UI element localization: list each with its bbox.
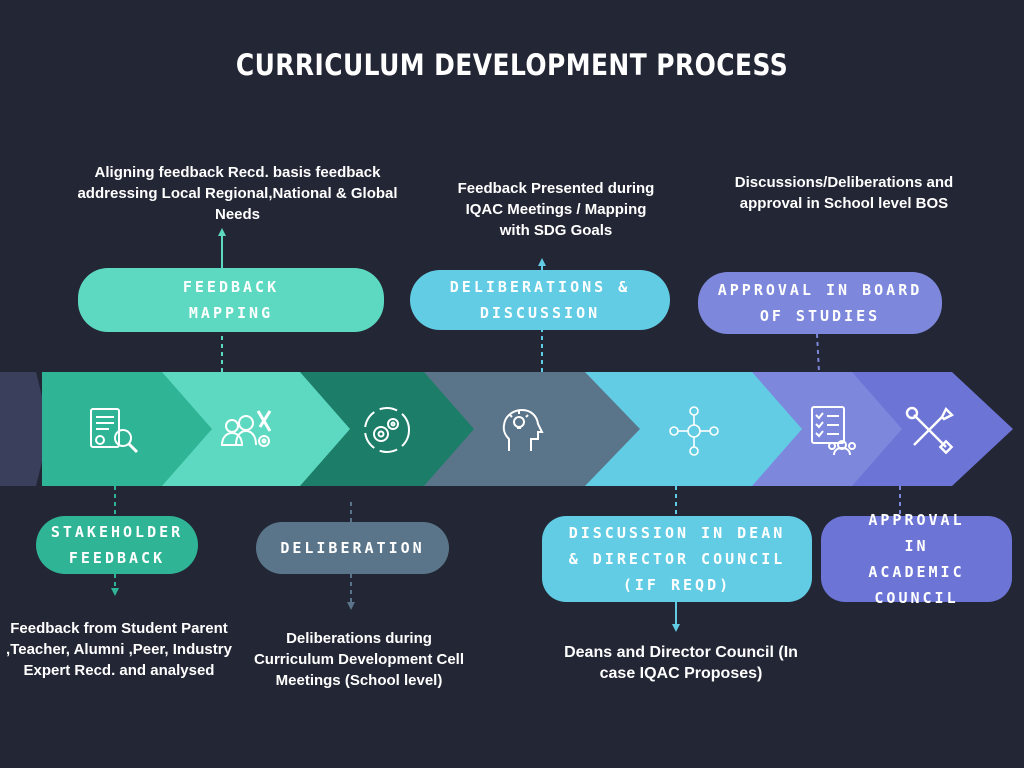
gears-icon bbox=[358, 401, 416, 459]
step-feedback-mapping: FEEDBACK MAPPING bbox=[78, 268, 384, 332]
note-deliberations-discussion: Feedback Presented during IQAC Meetings … bbox=[457, 180, 655, 239]
chevron-2 bbox=[160, 372, 350, 486]
note-stakeholder-feedback: Feedback from Student Parent ,Teacher, A… bbox=[6, 620, 232, 679]
step-deliberations-discussion: DELIBERATIONS & DISCUSSION bbox=[410, 270, 670, 330]
document-search-icon bbox=[85, 401, 143, 459]
chevron-4 bbox=[420, 372, 640, 486]
checklist-team-icon bbox=[804, 401, 862, 459]
note-dean-director-council: Deans and Director Council (In case IQAC… bbox=[564, 644, 798, 682]
tools-icon bbox=[902, 401, 960, 459]
step-approval-academic-council: APPROVAL IN ACADEMIC COUNCIL bbox=[821, 511, 1012, 607]
note-approval-board-of-studies: Discussions/Deliberations and approval i… bbox=[734, 174, 954, 212]
step-discussion-dean-director-council: DISCUSSION IN DEAN & DIRECTOR COUNCIL (I… bbox=[542, 516, 812, 602]
step-stakeholder-feedback: STAKEHOLDER FEEDBACK bbox=[36, 516, 198, 574]
step-deliberation: DELIBERATION bbox=[256, 522, 449, 574]
team-tools-icon bbox=[218, 401, 276, 459]
head-idea-icon bbox=[495, 401, 553, 459]
chevron-1 bbox=[42, 372, 212, 486]
lead-chevron bbox=[0, 372, 50, 486]
note-deliberation: Deliberations during Curriculum Developm… bbox=[253, 630, 465, 689]
chevron-5 bbox=[585, 372, 802, 486]
step-approval-board-of-studies: APPROVAL IN BOARD OF STUDIES bbox=[698, 272, 942, 334]
page-title: CURRICULUM DEVELOPMENT PROCESS bbox=[235, 48, 789, 82]
note-feedback-mapping: Aligning feedback Recd. basis feedback a… bbox=[77, 164, 398, 223]
network-icon bbox=[665, 401, 723, 459]
chevron-6 bbox=[748, 372, 902, 486]
